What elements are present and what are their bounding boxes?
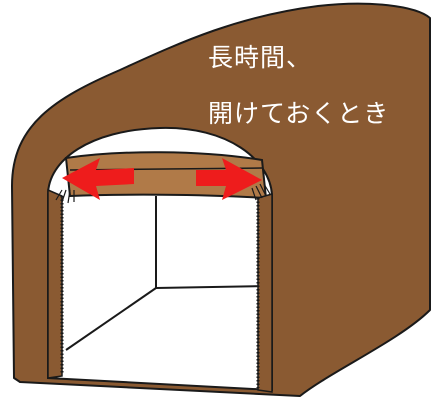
left-curtain-strip	[47, 188, 63, 379]
right-fold-marks	[251, 183, 271, 201]
interior-floor-back	[155, 285, 273, 289]
right-curtain-strip	[257, 193, 273, 393]
left-arrow-icon	[62, 158, 134, 200]
left-fold-marks	[55, 189, 75, 204]
interior-floor-left	[65, 287, 157, 351]
caption-line-1: 長時間、	[208, 43, 313, 72]
caption-line-2: 開けておくとき	[208, 99, 390, 128]
right-arrow-icon	[196, 158, 262, 200]
